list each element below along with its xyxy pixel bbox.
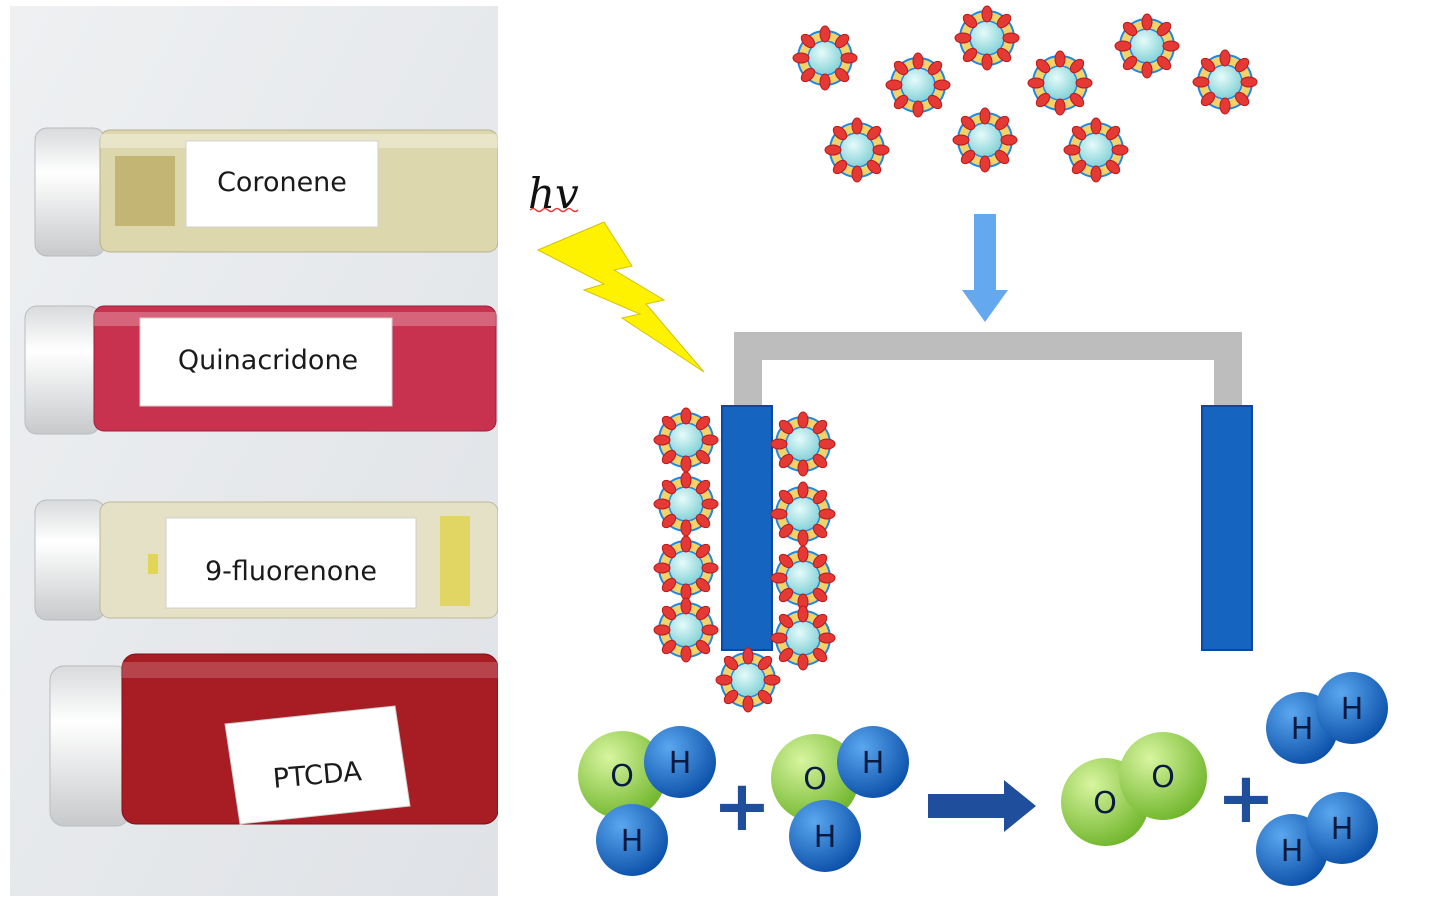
- hydrogen-molecule-2: H H: [1256, 792, 1378, 886]
- hydrogen-atom-label: H: [621, 824, 644, 859]
- oxygen-atom-label: O: [1151, 760, 1175, 795]
- nanoparticle: [715, 647, 781, 713]
- nanoparticles-dispersed: [792, 5, 1258, 183]
- nanoparticle: [770, 411, 836, 477]
- hydrogen-atom-label: H: [1331, 812, 1354, 847]
- nanoparticle: [824, 117, 890, 183]
- vial-quinacridone: Quinacridone: [24, 305, 497, 435]
- nanoparticle: [885, 52, 951, 118]
- hydrogen-atom-label: H: [1281, 834, 1304, 869]
- reaction-arrow: [928, 780, 1036, 832]
- nanoparticle: [653, 407, 719, 473]
- oxygen-molecule: O O: [1061, 732, 1207, 846]
- vial-label-9-fluorenone: 9-fluorenone: [205, 556, 377, 587]
- hydrogen-atom-label: H: [862, 746, 885, 781]
- lightning-bolt-icon: [536, 221, 705, 373]
- deposition-arrow: [962, 214, 1008, 322]
- vial-9-fluorenone: 9-fluorenone: [34, 499, 498, 621]
- oxygen-atom-label: O: [1093, 786, 1117, 821]
- nanoparticle: [653, 535, 719, 601]
- plus-sign: +: [1217, 757, 1276, 839]
- nanoparticle: [770, 545, 836, 611]
- plus-sign: +: [713, 765, 772, 847]
- oxygen-atom-label: O: [610, 759, 634, 794]
- water-molecule-1: O H H: [578, 726, 716, 876]
- nanoparticle: [1114, 13, 1180, 79]
- external-wire: [734, 332, 1242, 410]
- nanoparticle: [770, 481, 836, 547]
- nanoparticle: [1192, 49, 1258, 115]
- vial-label-quinacridone: Quinacridone: [178, 345, 358, 376]
- nanoparticle: [653, 597, 719, 663]
- hydrogen-atom-label: H: [1291, 712, 1314, 747]
- hydrogen-atom-label: H: [814, 820, 837, 855]
- nanoparticle: [1027, 50, 1093, 116]
- photoelectrode: [721, 405, 773, 651]
- hydrogen-molecule-1: H H: [1266, 672, 1388, 764]
- nanoparticle: [954, 5, 1020, 71]
- water-molecule-2: O H H: [771, 726, 909, 872]
- vial-coronene: Coronene: [34, 127, 498, 257]
- nanoparticle: [653, 471, 719, 537]
- hydrogen-atom-label: H: [669, 746, 692, 781]
- counter-electrode: [1201, 405, 1253, 651]
- vial-label-coronene: Coronene: [217, 167, 347, 198]
- hydrogen-atom-label: H: [1341, 692, 1364, 727]
- vial-ptcda: PTCDA: [49, 653, 498, 827]
- oxygen-atom-label: O: [803, 762, 827, 797]
- nanoparticle: [952, 107, 1018, 173]
- nanoparticle: [792, 25, 858, 91]
- nanoparticle: [770, 605, 836, 671]
- nanoparticle: [1063, 117, 1129, 183]
- vials-photo: Coronene Quinacridone 9-fluorenone PTCDA: [10, 6, 498, 896]
- spellcheck-underline: [529, 207, 579, 213]
